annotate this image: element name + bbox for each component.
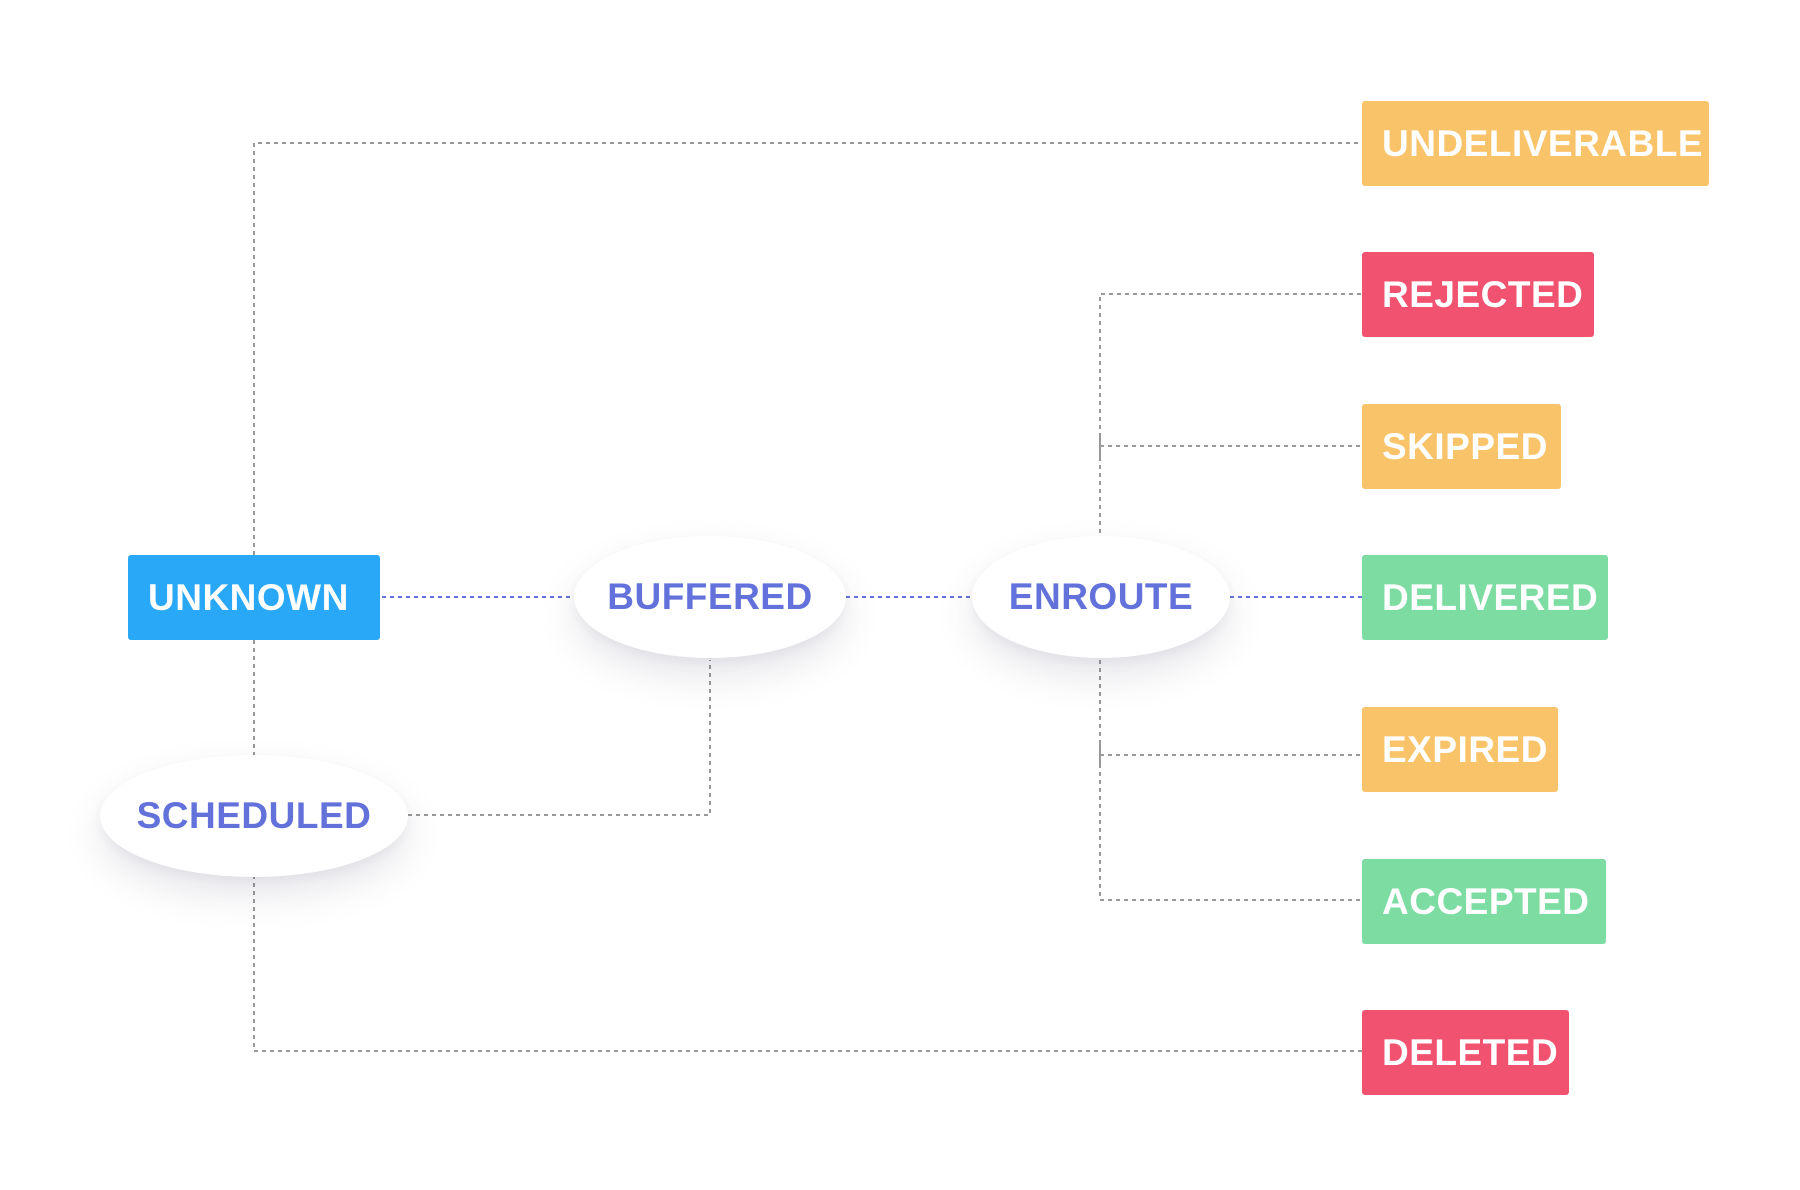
- state-buffered: BUFFERED: [574, 536, 846, 658]
- connector-scheduled-buffered: [408, 660, 711, 816]
- state-accepted-label: ACCEPTED: [1382, 880, 1590, 922]
- state-unknown-label: UNKNOWN: [148, 576, 349, 618]
- connector-unknown-undeliverable: [253, 142, 1362, 555]
- state-buffered-label: BUFFERED: [607, 576, 813, 617]
- state-enroute: ENROUTE: [972, 536, 1230, 658]
- state-skipped: SKIPPED: [1362, 404, 1561, 489]
- state-undeliverable: UNDELIVERABLE: [1362, 101, 1709, 186]
- state-deleted: DELETED: [1362, 1010, 1569, 1095]
- connector-enroute-rejected: [1099, 293, 1362, 533]
- state-scheduled-label: SCHEDULED: [136, 795, 372, 836]
- connector-scheduled-deleted: [253, 875, 1362, 1052]
- state-scheduled: SCHEDULED: [100, 755, 408, 877]
- state-rejected-label: REJECTED: [1382, 273, 1584, 315]
- state-accepted: ACCEPTED: [1362, 859, 1606, 944]
- state-delivered: DELIVERED: [1362, 555, 1608, 640]
- state-skipped-label: SKIPPED: [1382, 425, 1548, 467]
- state-delivered-label: DELIVERED: [1382, 576, 1599, 618]
- state-enroute-label: ENROUTE: [1008, 576, 1194, 617]
- connector-enroute-accepted: [1099, 660, 1362, 901]
- state-unknown: UNKNOWN: [128, 555, 380, 640]
- state-expired: EXPIRED: [1362, 707, 1558, 792]
- state-rejected: REJECTED: [1362, 252, 1594, 337]
- state-deleted-label: DELETED: [1382, 1031, 1559, 1073]
- state-undeliverable-label: UNDELIVERABLE: [1382, 122, 1704, 164]
- state-expired-label: EXPIRED: [1382, 728, 1548, 770]
